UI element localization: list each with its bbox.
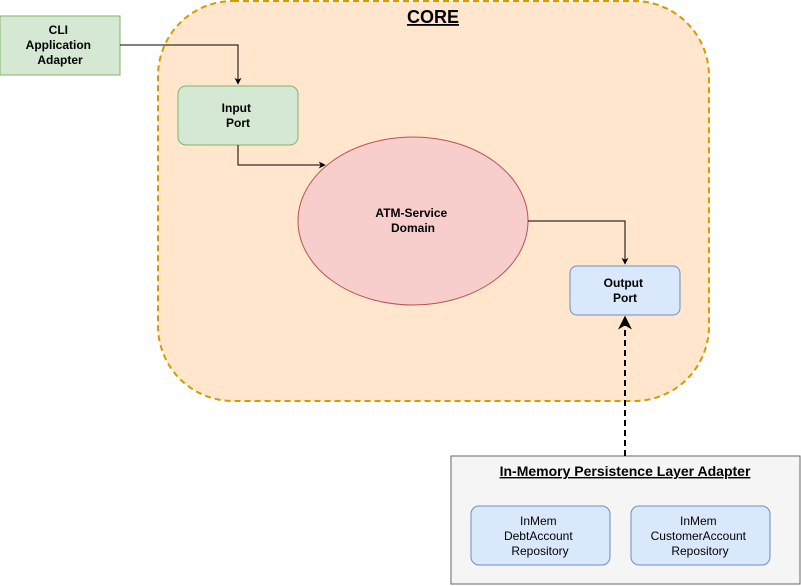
domain-line-1: ATM-Service [375,206,447,220]
customer-repo-line-3: Repository [671,544,728,558]
output-port-line-1: Output [604,276,643,290]
edge-cli-to-input-port [120,44,242,85]
customer-repo-line-1: InMem [680,514,717,528]
edge-input-port-to-domain [237,145,326,169]
input-port-label: Input Port [222,101,255,130]
debt-repo-line-1: InMem [520,514,557,528]
customer-repo-line-2: CustomerAccount [651,529,747,543]
output-port-box [569,265,681,316]
customer-repo-label: InMem CustomerAccount Repository [651,514,750,558]
core-title: CORE [407,7,459,27]
cli-adapter-box [0,15,121,76]
debt-account-repository[interactable]: InMem DebtAccount Repository [470,505,611,566]
customer-repo-box [630,505,771,566]
atm-service-domain[interactable]: ATM-Service Domain [297,136,529,306]
cli-application-adapter[interactable]: CLI Application Adapter [0,15,121,76]
debt-repo-line-2: DebtAccount [504,529,573,543]
customer-account-repository[interactable]: InMem CustomerAccount Repository [630,505,771,566]
debt-repo-label: InMem DebtAccount Repository [504,514,576,558]
domain-line-2: Domain [391,221,435,235]
cli-adapter-line-3: Adapter [37,53,83,67]
cli-adapter-line-2: Application [26,38,91,52]
edge-domain-to-output-port [528,220,629,265]
debt-repo-line-3: Repository [511,544,568,558]
cli-adapter-line-1: CLI [49,23,68,37]
cli-adapter-label: CLI Application Adapter [26,23,95,67]
output-port-line-2: Port [613,291,637,305]
persistence-adapter-title: In-Memory Persistence Layer Adapter [500,463,751,479]
input-port-line-2: Port [226,116,250,130]
input-port[interactable]: Input Port [177,85,299,146]
domain-label: ATM-Service Domain [375,206,450,235]
persistence-layer-adapter[interactable]: In-Memory Persistence Layer Adapter InMe… [450,455,801,585]
output-port[interactable]: Output Port [569,265,681,316]
input-port-line-1: Input [222,101,251,115]
output-port-label: Output Port [604,276,647,305]
debt-repo-box [470,505,611,566]
